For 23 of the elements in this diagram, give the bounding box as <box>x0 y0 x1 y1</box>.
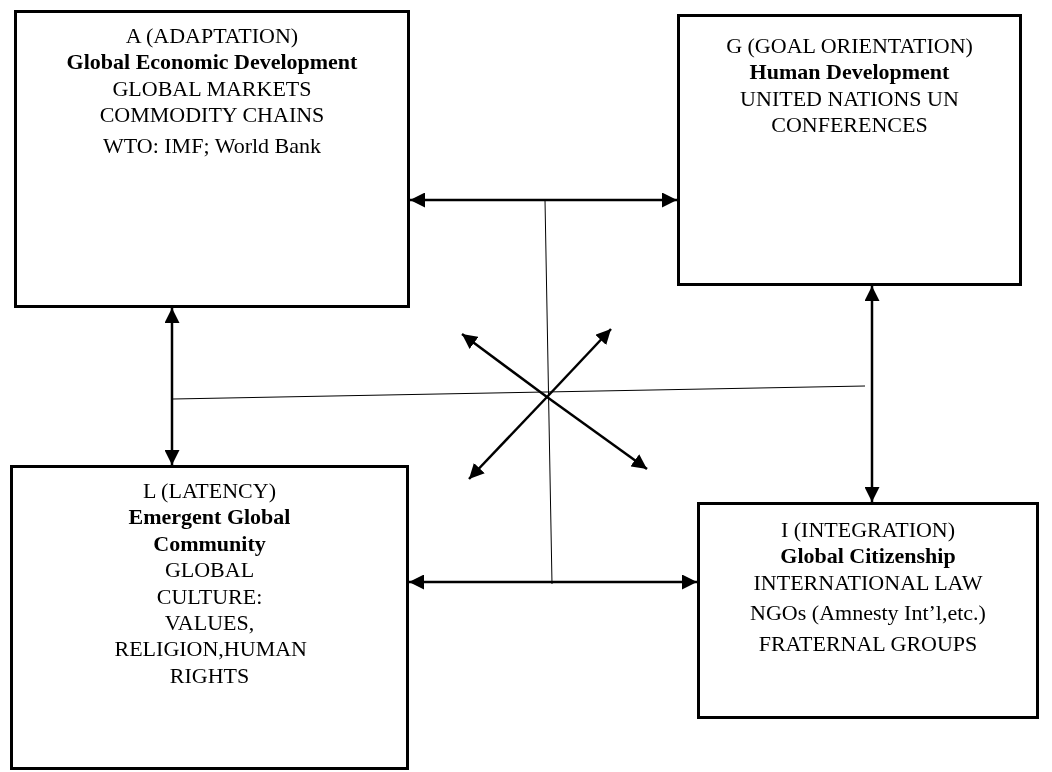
node-text: UNITED NATIONS UN CONFERENCES <box>739 85 960 139</box>
double-arrow <box>164 308 180 465</box>
text-box <box>697 502 1039 719</box>
node-text: GLOBAL MARKETS COMMODITY CHAINS <box>98 75 326 129</box>
node-text: FRATERNAL GROUPS <box>758 630 978 657</box>
node-title: Global Citizenship <box>780 543 956 570</box>
double-arrow <box>864 286 880 502</box>
node-title: Global Economic Development <box>66 49 358 76</box>
node-heading: A (ADAPTATION) <box>125 23 299 50</box>
node-title: Human Development <box>749 59 950 86</box>
text-box <box>14 10 410 308</box>
double-arrow <box>410 192 677 208</box>
node-heading: I (INTEGRATION) <box>780 517 956 544</box>
node-title: Emergent Global Community <box>127 504 292 558</box>
node-text: INTERNATIONAL LAW <box>753 569 983 597</box>
node-text: GLOBAL CULTURE: VALUES, RELIGION,HUMAN RIGHTS <box>114 557 305 690</box>
node-heading: G (GOAL ORIENTATION) <box>726 33 973 60</box>
node-heading: L (LATENCY) <box>143 478 276 505</box>
text-box <box>677 14 1022 286</box>
double-arrow <box>409 574 697 590</box>
node-text: WTO: IMF; World Bank <box>103 132 321 159</box>
node-text: NGOs (Amnesty Int’l,etc.) <box>750 600 986 627</box>
text-box <box>10 465 409 770</box>
